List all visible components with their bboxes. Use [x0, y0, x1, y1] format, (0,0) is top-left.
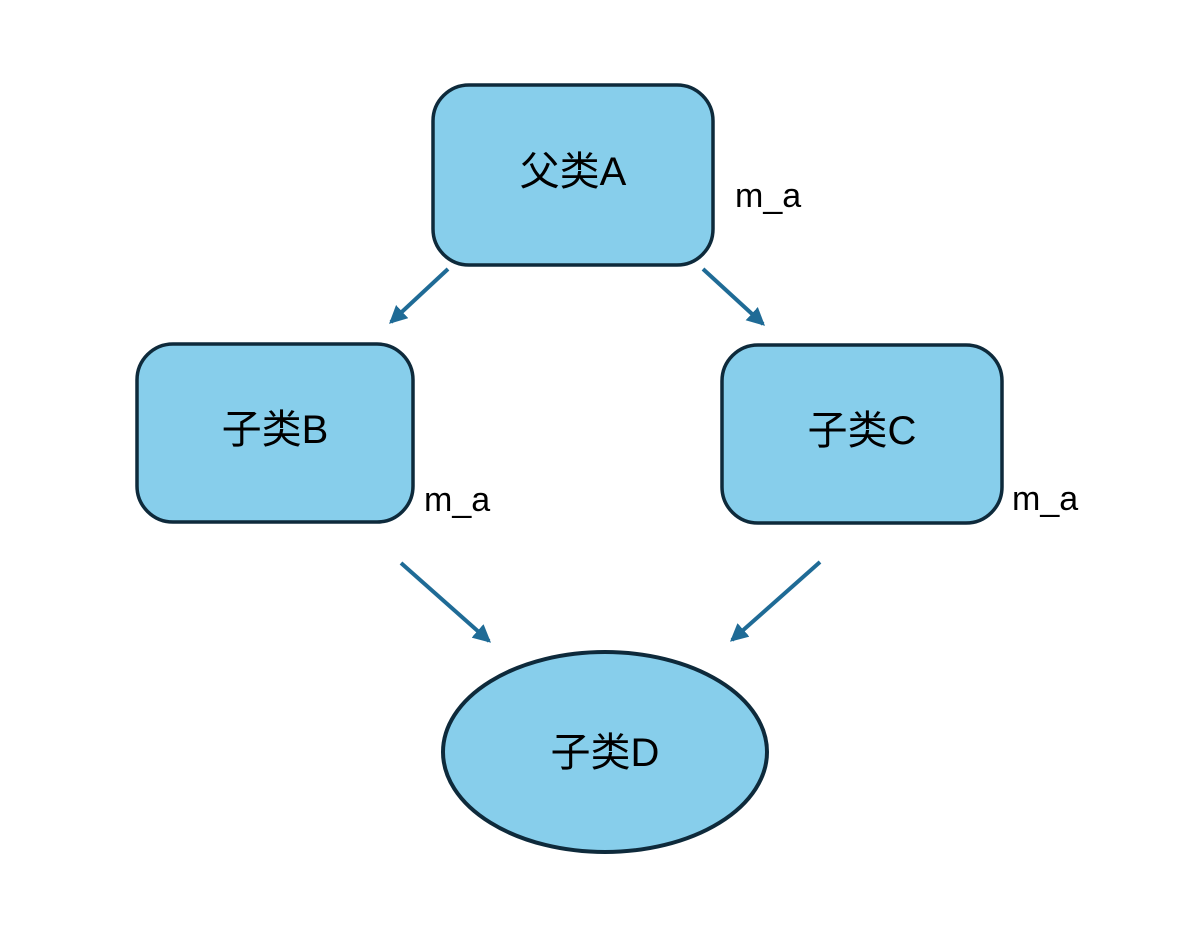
edge-b-to-d: [399, 561, 492, 643]
edge-a-to-b: [389, 267, 450, 324]
child-class-b-box: [135, 342, 415, 524]
node-parent-class-a: 父类A: [431, 83, 715, 267]
node-child-class-b: 子类B: [135, 342, 415, 524]
child-class-b-label: 子类B: [222, 408, 329, 452]
parent-class-a-annotation: m_a: [735, 177, 801, 215]
parent-class-a-label: 父类A: [520, 150, 627, 194]
edge-a-to-c: [701, 267, 765, 326]
node-child-class-c: 子类C: [720, 343, 1004, 525]
edge-c-to-d: [729, 560, 822, 642]
child-class-d-ellipse: [441, 650, 769, 854]
child-class-c-label: 子类C: [808, 409, 917, 453]
child-class-d-label: 子类D: [551, 731, 660, 775]
parent-class-a-box: [431, 83, 715, 267]
node-child-class-d: 子类D: [441, 650, 769, 854]
child-class-c-annotation: m_a: [1012, 480, 1078, 518]
child-class-c-box: [720, 343, 1004, 525]
child-class-b-annotation: m_a: [424, 481, 490, 519]
